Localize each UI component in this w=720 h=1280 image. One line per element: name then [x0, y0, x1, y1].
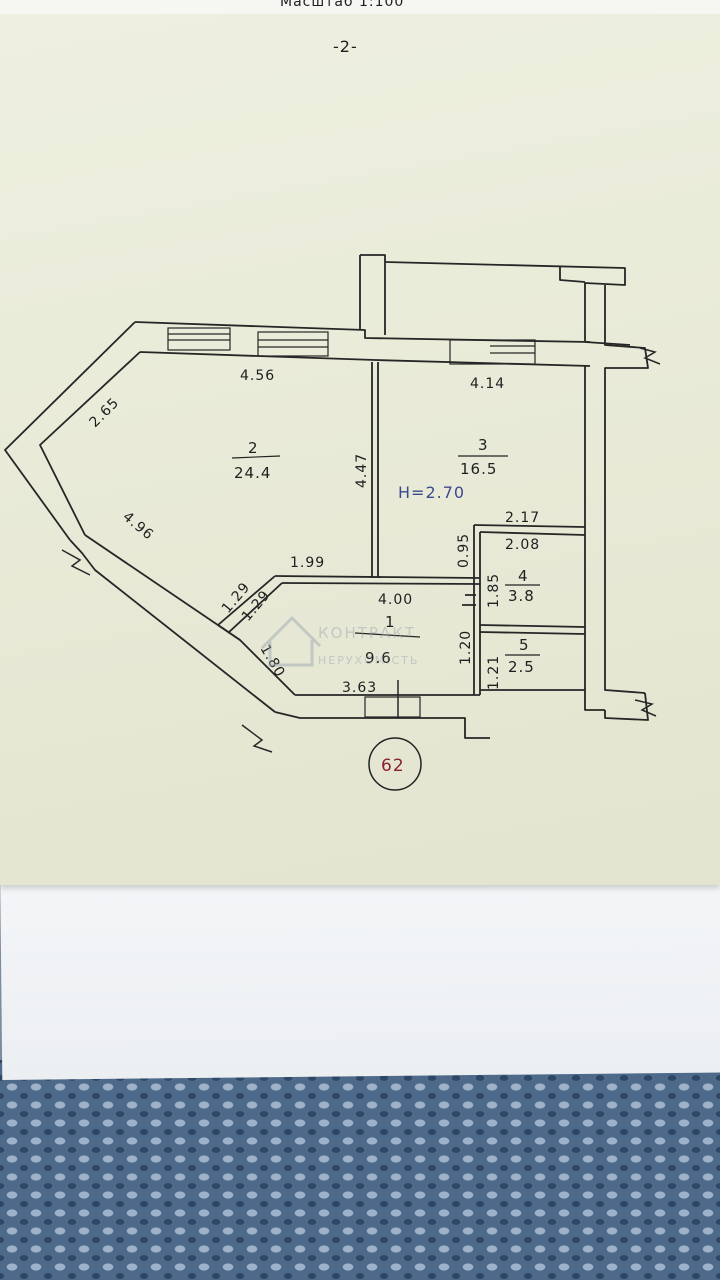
- watermark-line1: КОНТРАКТ: [318, 624, 416, 642]
- dim-room4-inner: 2.08: [505, 537, 540, 553]
- dim-room3-top: 4.14: [470, 376, 505, 392]
- page-number: -2-: [333, 37, 358, 56]
- ceiling-height: H=2.70: [398, 483, 465, 502]
- plan-number: 62: [381, 756, 405, 776]
- dim-door-width: 0.95: [456, 533, 472, 568]
- watermark: КОНТРАКТ НЕРУХОМІСТЬ: [260, 615, 419, 667]
- watermark-line2: НЕРУХОМІСТЬ: [318, 654, 419, 667]
- room-labels: 2 24.4 3 16.5 1 9.6 4 3.8 5 2.5: [231, 436, 540, 676]
- walls: [4, 254, 649, 739]
- fabric-background: [0, 1060, 720, 1280]
- dim-corridor-inner: 4.00: [378, 592, 413, 608]
- floor-plan-drawing: Масштаб 1:100 -2-: [4, 0, 661, 791]
- dim-partition-height: 4.47: [354, 453, 370, 488]
- dim-bottom: 3.63: [342, 680, 377, 696]
- dim-room5-height: 1.21: [486, 655, 502, 690]
- dim-corridor-top: 1.99: [290, 555, 325, 571]
- white-sheet-underneath: [0, 852, 720, 1080]
- plan-number-circle: [368, 737, 422, 791]
- room-1-area: 9.6: [365, 649, 392, 667]
- room-2-id: 2: [248, 439, 259, 457]
- dim-corridor-right: 1.20: [458, 630, 474, 665]
- dim-room4-height: 1.85: [486, 573, 502, 608]
- dim-room4-outer: 2.17: [505, 510, 540, 526]
- room-4-area: 3.8: [508, 587, 535, 605]
- windows: [167, 327, 536, 718]
- room-1-id: 1: [385, 613, 396, 631]
- dim-room2-top: 4.56: [240, 368, 275, 384]
- top-paper-strip: [0, 0, 720, 14]
- room-5-id: 5: [519, 636, 530, 654]
- floor-plan-paper: Масштаб 1:100 -2-: [0, 0, 720, 885]
- break-marks: [61, 347, 661, 753]
- room-2-area: 24.4: [234, 464, 271, 482]
- room-3-id: 3: [478, 436, 489, 454]
- scale-label: Масштаб 1:100: [280, 0, 404, 10]
- room-3-area: 16.5: [460, 460, 497, 478]
- room-4-id: 4: [518, 567, 529, 585]
- house-logo-icon: [260, 615, 322, 667]
- room-5-area: 2.5: [508, 658, 535, 676]
- dim-diagonal-long: 4.96: [119, 509, 156, 544]
- dim-diagonal-top: 2.65: [87, 395, 123, 431]
